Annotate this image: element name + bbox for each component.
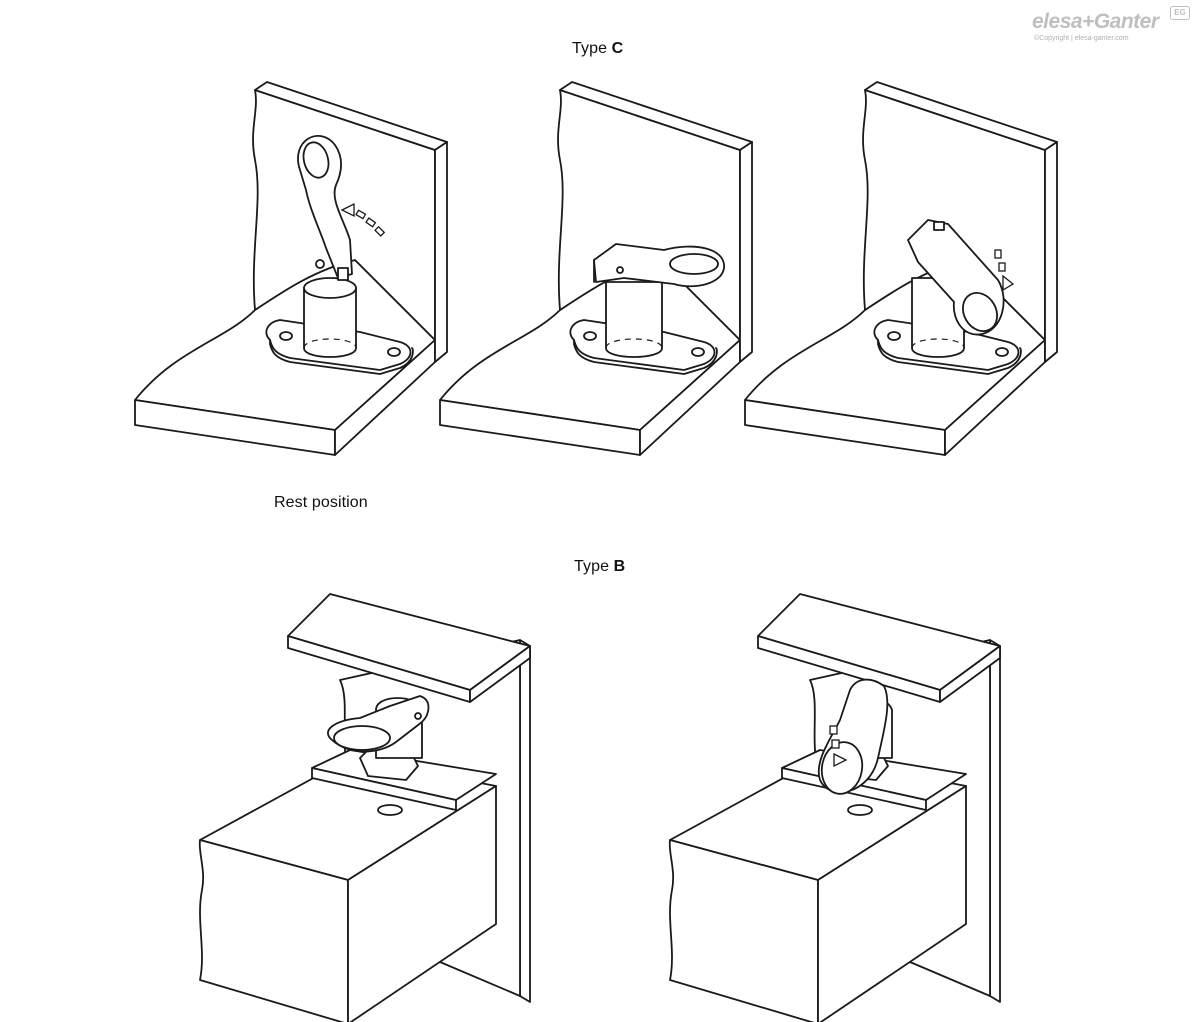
type-c-letter: C (611, 40, 624, 57)
type-b-prefix: Type (574, 558, 614, 575)
type-c-lifted-latch (873, 219, 1022, 375)
brand-logo: elesa+Ganter ©Copyright | elesa-ganter.c… (1032, 6, 1192, 46)
brand-badge: EG (1170, 6, 1190, 20)
type-b-right-assembly (668, 593, 1001, 1022)
type-b-right-arrow (829, 725, 848, 768)
type-c-mid-latch (569, 243, 725, 375)
type-b-heading: Type B (574, 558, 625, 576)
rest-position-caption: Rest position (274, 494, 368, 511)
type-c-rest-latch (265, 135, 414, 375)
type-c-lifted-bracket (744, 81, 1058, 456)
type-b-letter: B (613, 558, 626, 575)
type-c-lifted-arrow (994, 249, 1015, 292)
type-c-heading: Type C (572, 40, 623, 58)
type-b-left-assembly (198, 593, 531, 1022)
brand-logo-wordmark: elesa+Ganter (1032, 10, 1159, 33)
type-c-rest-arrow (340, 202, 386, 237)
brand-copyright: ©Copyright | elesa-ganter.com (1034, 35, 1129, 42)
type-c-prefix: Type (572, 40, 612, 57)
type-c-rest-bracket (134, 81, 448, 456)
